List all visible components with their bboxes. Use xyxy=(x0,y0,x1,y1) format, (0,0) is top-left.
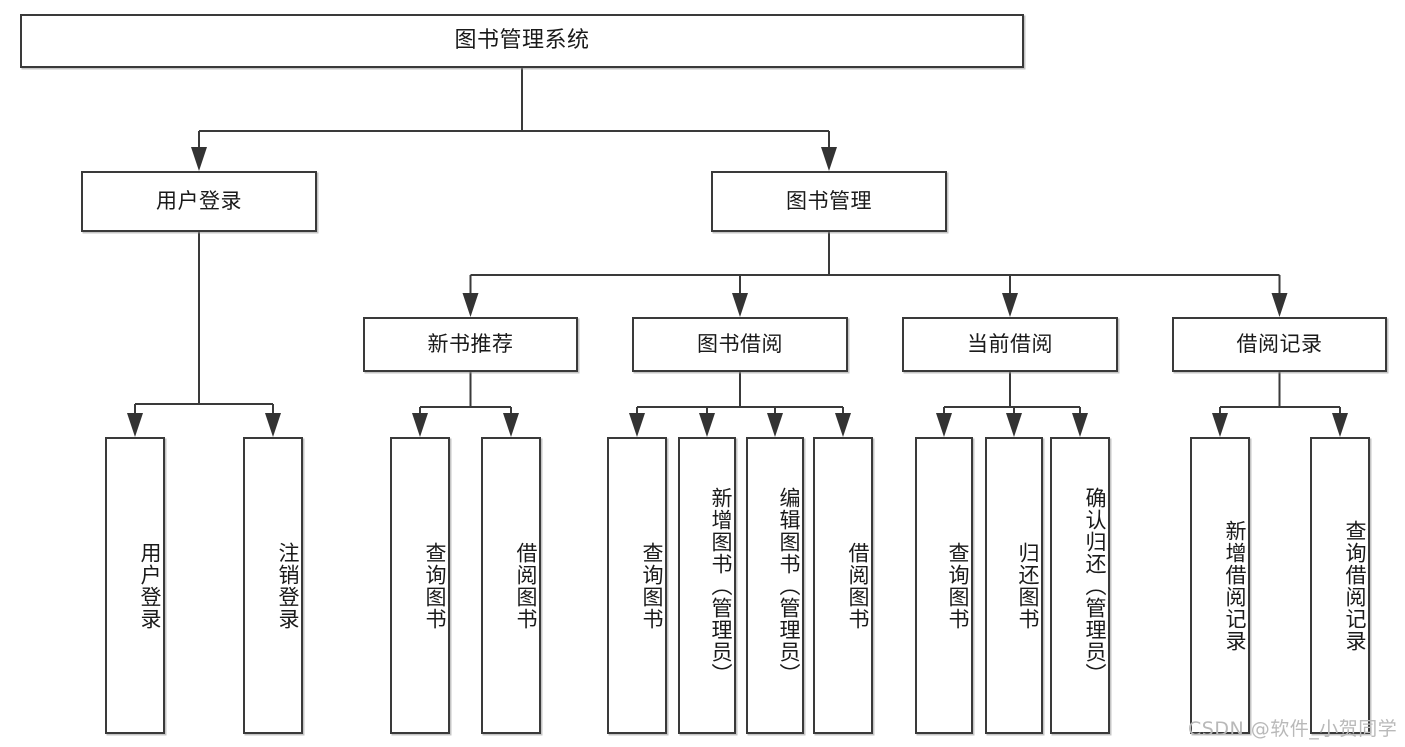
node-leaf-logout[interactable]: 注销登录 xyxy=(243,437,303,734)
node-leaf-borrow-books[interactable]: 借阅图书 xyxy=(813,437,873,734)
node-label: 图书管理系统 xyxy=(454,27,590,53)
csdn-watermark: CSDN @软件_小贺同学 xyxy=(1188,718,1398,740)
node-current-borrowing[interactable]: 当前借阅 xyxy=(902,317,1118,372)
node-label: 新书推荐 xyxy=(427,331,514,356)
node-book-management[interactable]: 图书管理 xyxy=(711,171,947,232)
node-label: 新增借阅记录 xyxy=(1223,519,1247,652)
node-label: 新增图书（管理员） xyxy=(709,486,733,685)
node-label: 用户登录 xyxy=(138,541,162,630)
node-new-book-recommendation[interactable]: 新书推荐 xyxy=(363,317,578,372)
node-label: 图书管理 xyxy=(786,188,872,213)
node-label: 查询图书 xyxy=(640,541,664,630)
node-label: 借阅图书 xyxy=(514,541,538,630)
node-label: 归还图书 xyxy=(1016,541,1040,630)
node-root-system[interactable]: 图书管理系统 xyxy=(20,14,1024,68)
node-label: 编辑图书（管理员） xyxy=(777,486,801,685)
node-label: 查询图书 xyxy=(946,541,970,630)
node-leaf-query-books-current[interactable]: 查询图书 xyxy=(915,437,973,734)
node-leaf-return-books[interactable]: 归还图书 xyxy=(985,437,1043,734)
node-label: 图书借阅 xyxy=(697,331,783,356)
node-leaf-add-book-admin[interactable]: 新增图书（管理员） xyxy=(678,437,736,734)
node-leaf-query-books-new[interactable]: 查询图书 xyxy=(390,437,450,734)
node-leaf-add-borrow-record[interactable]: 新增借阅记录 xyxy=(1190,437,1250,734)
node-borrow-records[interactable]: 借阅记录 xyxy=(1172,317,1387,372)
node-label: 用户登录 xyxy=(156,188,242,213)
node-book-borrowing[interactable]: 图书借阅 xyxy=(632,317,848,372)
node-label: 查询图书 xyxy=(423,541,447,630)
node-label: 当前借阅 xyxy=(967,331,1053,356)
node-leaf-user-login[interactable]: 用户登录 xyxy=(105,437,165,734)
node-leaf-query-books-borrow[interactable]: 查询图书 xyxy=(607,437,667,734)
node-label: 借阅记录 xyxy=(1236,331,1323,356)
node-label: 确认归还（管理员） xyxy=(1083,486,1107,685)
node-leaf-confirm-return-admin[interactable]: 确认归还（管理员） xyxy=(1050,437,1110,734)
node-user-login[interactable]: 用户登录 xyxy=(81,171,317,232)
node-leaf-borrow-books-new[interactable]: 借阅图书 xyxy=(481,437,541,734)
node-label: 注销登录 xyxy=(276,541,300,630)
node-label: 查询借阅记录 xyxy=(1343,519,1367,652)
node-leaf-query-borrow-record[interactable]: 查询借阅记录 xyxy=(1310,437,1370,734)
node-leaf-edit-book-admin[interactable]: 编辑图书（管理员） xyxy=(746,437,804,734)
node-label: 借阅图书 xyxy=(846,541,870,630)
